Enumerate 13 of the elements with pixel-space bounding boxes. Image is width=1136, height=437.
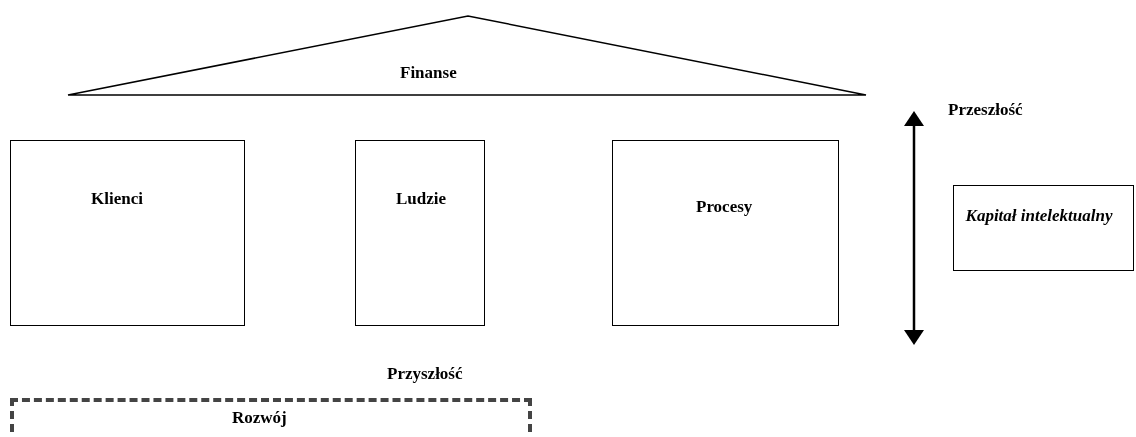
time-label: Przeszłość xyxy=(948,100,1023,120)
box xyxy=(612,140,839,326)
node-label: Kapitał intelektualny xyxy=(964,206,1114,226)
node-label: Finanse xyxy=(400,63,457,83)
node-label: Klienci xyxy=(91,189,143,209)
box xyxy=(10,140,245,326)
box xyxy=(355,140,485,326)
node-label: Rozwój xyxy=(232,408,287,428)
node-label: Ludzie xyxy=(396,189,447,209)
roof-triangle xyxy=(68,15,866,96)
box xyxy=(953,185,1134,271)
time-label: Przyszłość xyxy=(387,364,463,384)
node-label: Procesy xyxy=(696,197,753,217)
